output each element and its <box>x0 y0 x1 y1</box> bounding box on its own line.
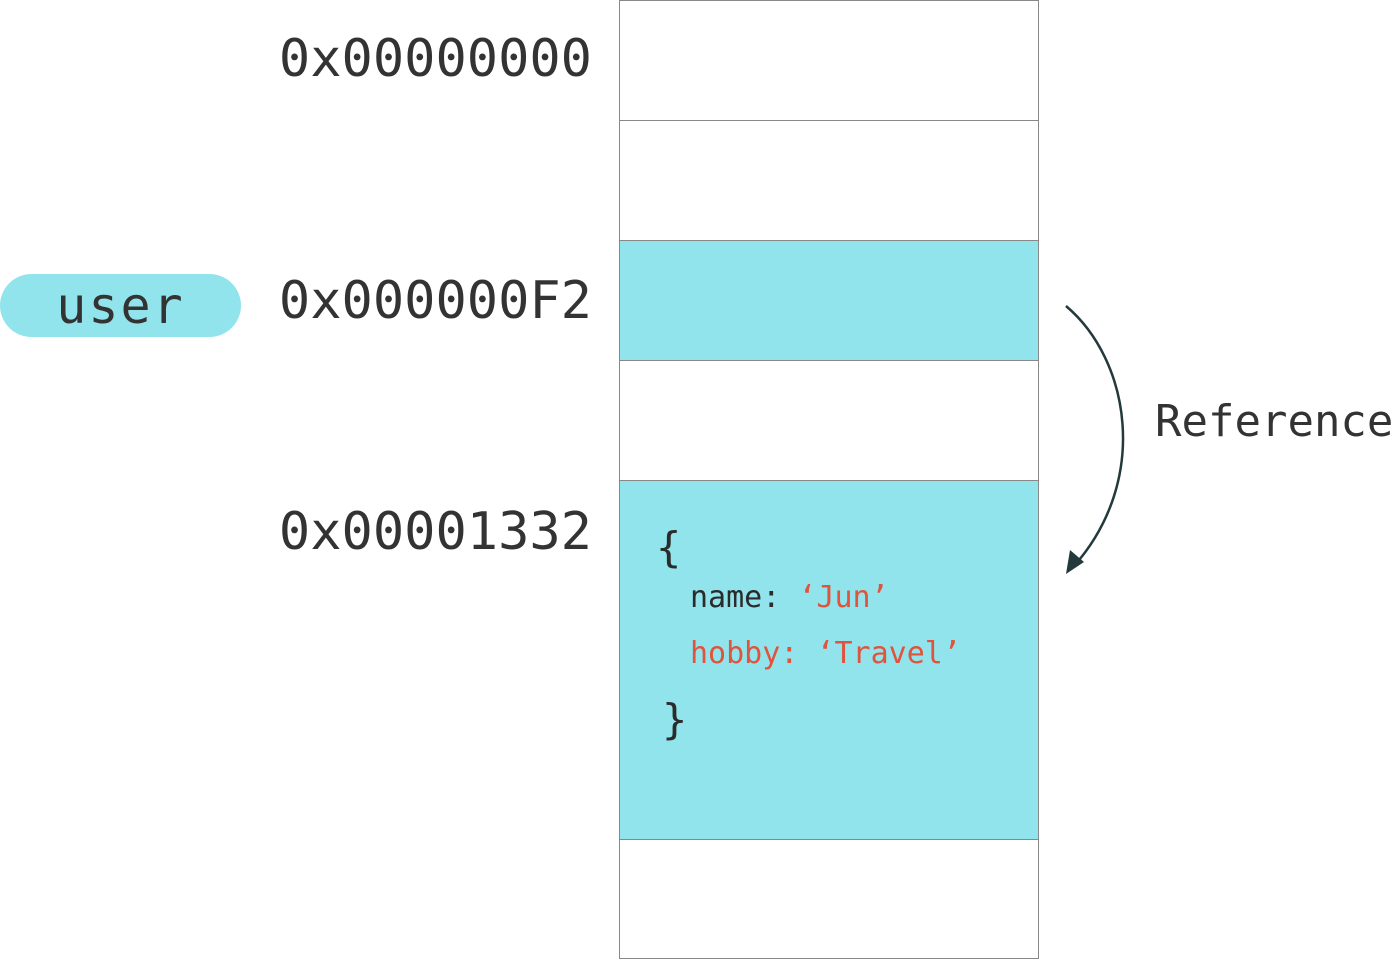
variable-user-badge: user <box>0 274 241 337</box>
name-value: ‘Jun’ <box>798 580 889 615</box>
memory-cell-0 <box>619 0 1039 121</box>
memory-cell-reference <box>619 240 1039 361</box>
object-open-brace: { <box>656 523 682 572</box>
memory-cell-object <box>619 480 1039 840</box>
memory-cell-3 <box>619 360 1039 481</box>
address-label-1332: 0x00001332 <box>278 502 592 562</box>
hobby-value: ‘Travel’ <box>816 636 961 671</box>
object-name-line: name: ‘Jun’ <box>690 580 889 616</box>
reference-label: Reference <box>1155 396 1392 447</box>
address-label-f2: 0x000000F2 <box>278 271 592 331</box>
memory-cell-5 <box>619 839 1039 959</box>
name-key: name: <box>690 580 781 615</box>
memory-cell-1 <box>619 120 1039 241</box>
object-hobby-line: hobby: ‘Travel’ <box>690 636 961 672</box>
variable-name: user <box>56 276 185 335</box>
address-label-0: 0x00000000 <box>278 29 592 89</box>
object-close-brace: } <box>662 695 688 744</box>
hobby-key: hobby: <box>690 636 799 671</box>
